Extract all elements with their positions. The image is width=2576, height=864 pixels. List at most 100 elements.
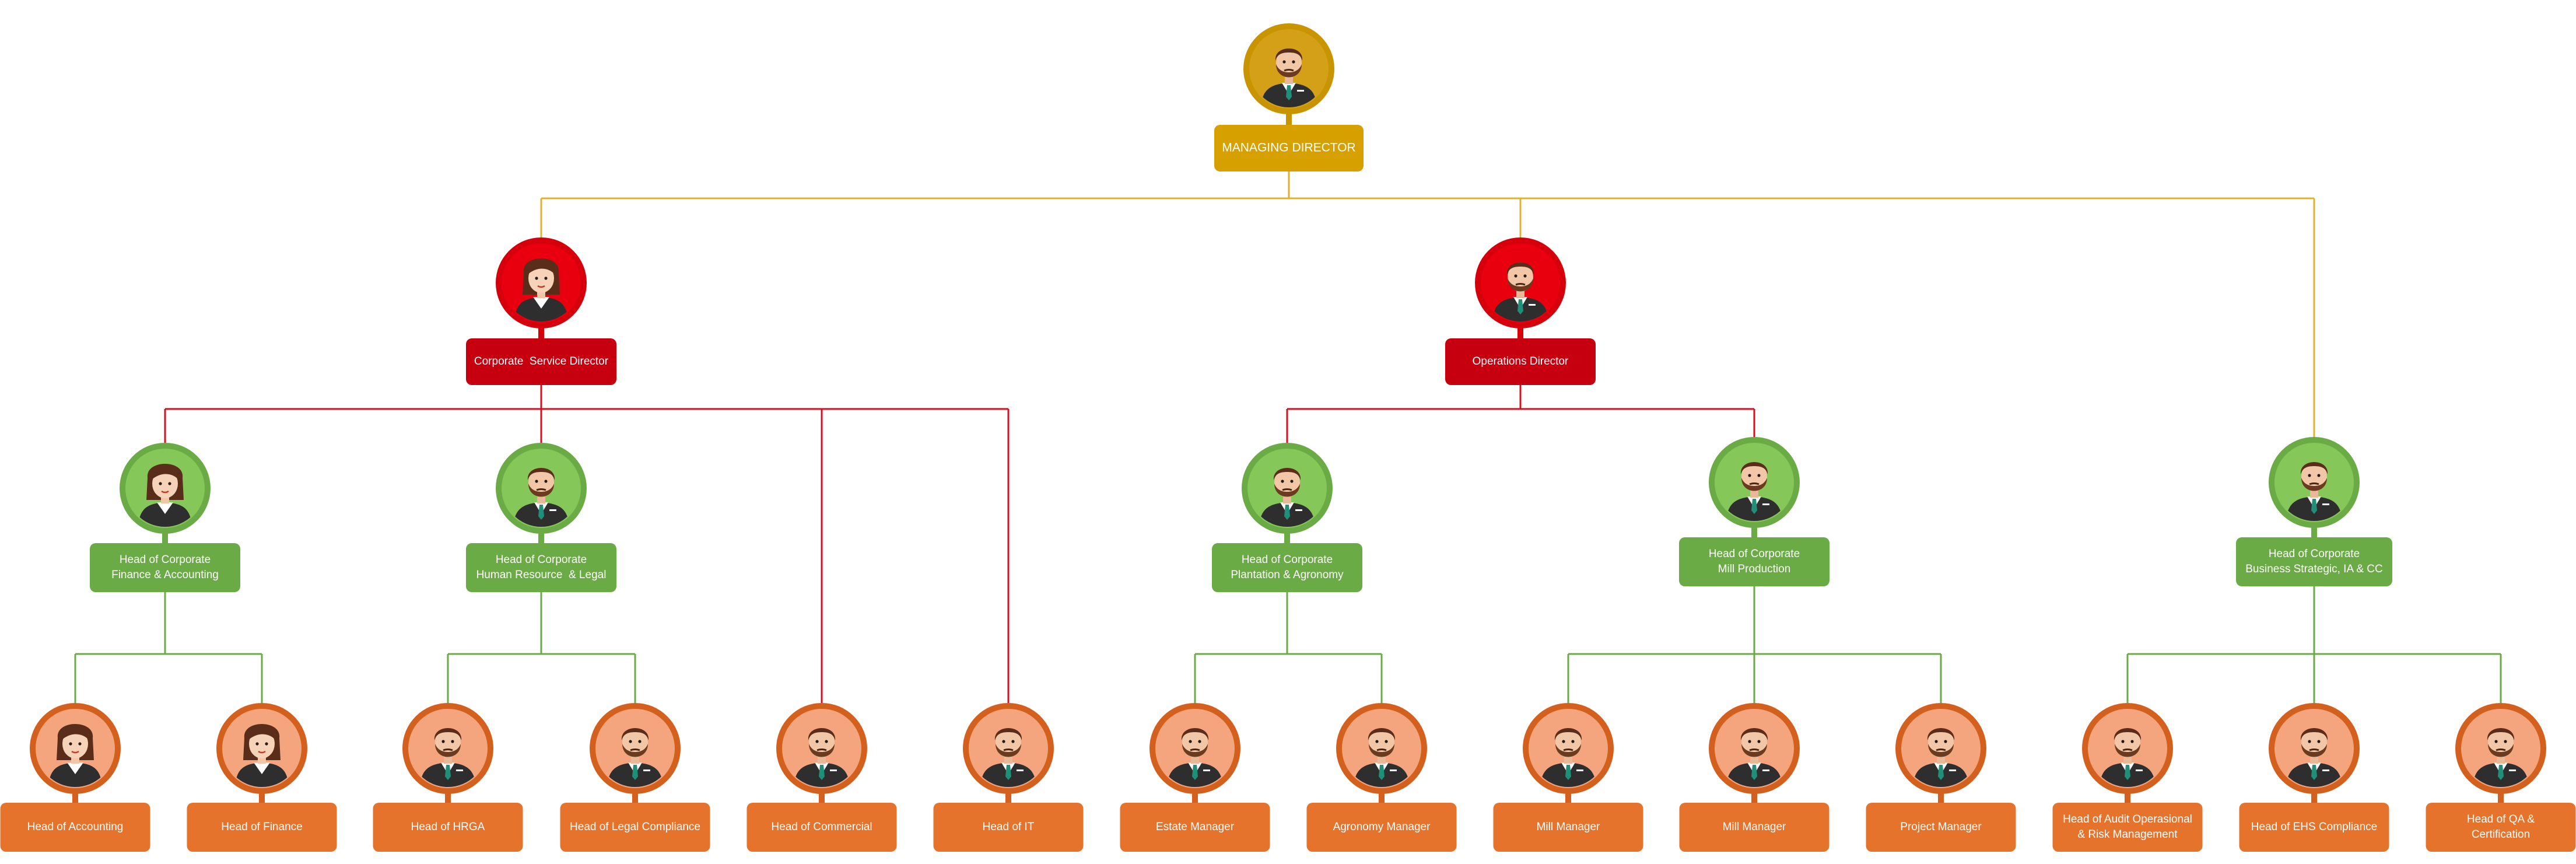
male-avatar-icon (513, 468, 569, 527)
org-node-hacc: Head of Accounting (0, 703, 150, 852)
node-label: Mill Production (1718, 563, 1791, 575)
node-label: Head of Corporate (496, 554, 587, 566)
node-label: Head of Legal Compliance (570, 821, 700, 833)
node-stem (162, 531, 168, 544)
node-stem (1379, 792, 1385, 804)
node-stem (259, 792, 265, 804)
male-avatar-icon (2100, 728, 2156, 787)
node-label-box (560, 803, 710, 852)
male-avatar-icon (1261, 48, 1317, 107)
node-label-box (2052, 803, 2203, 852)
node-stem (1005, 792, 1011, 804)
female-avatar-icon (235, 724, 289, 787)
node-label: Estate Manager (1156, 821, 1235, 833)
node-label: Human Resource & Legal (476, 569, 607, 581)
male-avatar-icon (1913, 728, 1969, 787)
node-stem (819, 792, 825, 804)
org-node-md: MANAGING DIRECTOR (1214, 23, 1364, 172)
node-label: Head of Corporate (1709, 548, 1800, 560)
male-avatar-icon (1726, 462, 1782, 521)
node-label-box (2239, 803, 2389, 852)
node-label: Operations Director (1473, 355, 1569, 368)
male-avatar-icon (1492, 263, 1548, 321)
node-label: Head of QA & (2467, 813, 2535, 825)
org-node-csd: Corporate Service Director (466, 237, 616, 385)
node-stem (1751, 792, 1757, 804)
node-label-box (933, 803, 1084, 852)
male-avatar-icon (2286, 728, 2342, 787)
node-label: Mill Manager (1723, 821, 1786, 833)
node-label: Head of Corporate (120, 554, 211, 566)
male-avatar-icon (607, 728, 663, 787)
node-label-box (2236, 537, 2392, 586)
node-label: Head of Commercial (771, 821, 872, 833)
node-label: & Risk Management (2077, 828, 2178, 841)
node-stem (1192, 792, 1198, 804)
org-node-qa: Head of QA & Certification (2426, 703, 2576, 852)
node-label-box (1306, 803, 1457, 852)
male-avatar-icon (1540, 728, 1596, 787)
node-label: Certification (2472, 828, 2530, 841)
node-label: Mill Manager (1537, 821, 1600, 833)
node-label: Head of Finance (221, 821, 302, 833)
org-node-estate: Estate Manager (1120, 703, 1270, 852)
node-stem (1938, 792, 1944, 804)
node-stem (445, 792, 451, 804)
male-avatar-icon (1167, 728, 1223, 787)
node-label: Finance & Accounting (111, 569, 219, 581)
node-label-box (1679, 537, 1830, 586)
node-label: Head of Audit Operasional (2063, 813, 2192, 825)
org-node-proj: Project Manager (1866, 703, 2016, 852)
node-stem (538, 531, 544, 544)
node-label-box (1493, 803, 1643, 852)
node-label-box (0, 803, 150, 852)
node-label: Head of Accounting (27, 821, 124, 833)
female-avatar-icon (48, 724, 102, 787)
node-label: Plantation & Agronomy (1231, 569, 1344, 581)
org-node-hlegal: Head of Legal Compliance (560, 703, 710, 852)
node-label-box (1679, 803, 1830, 852)
female-avatar-icon (138, 464, 192, 527)
node-label-box (1866, 803, 2016, 852)
male-avatar-icon (2473, 728, 2529, 787)
node-label-box (1214, 125, 1364, 172)
node-label-box (373, 803, 523, 852)
node-label-box (466, 543, 616, 592)
org-nodes: MANAGING DIRECTOR Corporate Service Direc… (0, 23, 2576, 852)
connector-lines (74, 172, 2502, 703)
node-label-box (1212, 543, 1362, 592)
node-label: Head of IT (983, 821, 1035, 833)
org-node-hhrga: Head of HRGA (373, 703, 523, 852)
org-node-hit: Head of IT (933, 703, 1084, 852)
node-label-box (746, 803, 897, 852)
node-stem (2498, 792, 2504, 804)
male-avatar-icon (980, 728, 1036, 787)
org-node-hcomm: Head of Commercial (746, 703, 897, 852)
node-label-box (187, 803, 337, 852)
node-label: Project Manager (1900, 821, 1982, 833)
node-label: MANAGING DIRECTOR (1222, 141, 1355, 155)
node-label-box (1120, 803, 1270, 852)
node-stem (632, 792, 638, 804)
male-avatar-icon (2286, 462, 2342, 521)
org-node-ehs: Head of EHS Compliance (2239, 703, 2389, 852)
node-stem (72, 792, 78, 804)
node-stem (2311, 526, 2317, 538)
org-node-hfin: Head of Finance (187, 703, 337, 852)
female-avatar-icon (514, 258, 568, 321)
node-label-box (90, 543, 240, 592)
node-stem (1517, 326, 1523, 340)
org-node-mill1: Mill Manager (1493, 703, 1643, 852)
org-node-mill2: Mill Manager (1679, 703, 1830, 852)
org-node-od: Operations Director (1445, 237, 1596, 385)
node-stem (2125, 792, 2130, 804)
node-stem (1284, 531, 1290, 544)
male-avatar-icon (420, 728, 476, 787)
org-node-agro: Agronomy Manager (1306, 703, 1457, 852)
node-label: Corporate Service Director (474, 355, 609, 368)
node-label-box (1445, 338, 1596, 385)
